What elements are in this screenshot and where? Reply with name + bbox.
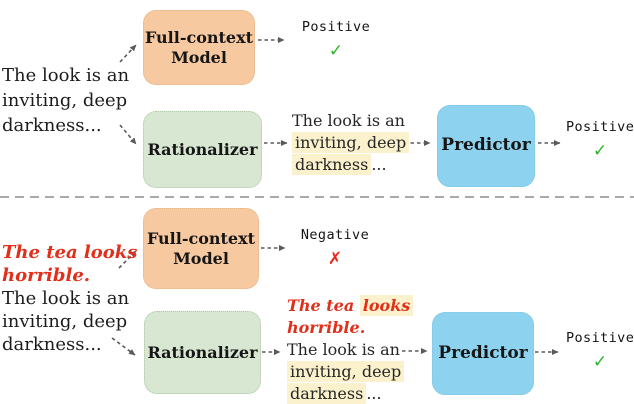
prediction-label: Positive xyxy=(301,19,371,35)
input-line: darkness... xyxy=(2,334,102,355)
check-icon: ✓ xyxy=(592,352,608,372)
rationalizer-box-top: Rationalizer xyxy=(143,111,262,188)
rationalizer-label: Rationalizer xyxy=(147,342,258,362)
highlighted-segment: darkness xyxy=(292,154,372,175)
input-line: The look is an xyxy=(2,288,130,309)
injected-sentence-line: horrible. xyxy=(2,265,91,286)
full-context-prediction-top: Positive ✓ xyxy=(297,19,375,61)
prediction-label: Positive xyxy=(566,119,634,135)
rationale-line: The look is an xyxy=(292,110,409,132)
injected-segment: The tea xyxy=(287,296,360,315)
full-context-model-label: Model xyxy=(173,248,229,268)
rationale-line: The look is an xyxy=(287,339,413,361)
full-context-model-label: Model xyxy=(171,47,227,67)
rationale-line: inviting, deep xyxy=(292,132,410,154)
plain-segment: The look is an xyxy=(287,340,400,359)
input-text-bottom: The tea looks horrible. The look is an i… xyxy=(2,241,137,356)
check-icon: ✓ xyxy=(592,141,608,161)
rationale-line: darkness... xyxy=(287,383,413,404)
rationale-text-top: The look is an inviting, deep darkness..… xyxy=(292,110,410,176)
rationale-line: darkness... xyxy=(292,154,409,176)
arrow-input-to-fullcontext-top xyxy=(119,44,137,63)
full-context-model-label: Full-context xyxy=(144,27,254,47)
input-line: darkness... xyxy=(2,115,102,136)
rationale-line: inviting, deep xyxy=(287,361,413,383)
input-line: inviting, deep xyxy=(2,90,128,111)
prediction-label: Positive xyxy=(566,330,634,346)
full-context-model-label: Full-context xyxy=(146,228,256,248)
plain-segment: ... xyxy=(371,155,387,174)
full-context-model-box-top: Full-context Model xyxy=(143,10,255,85)
rationalizer-label: Rationalizer xyxy=(147,139,258,159)
full-context-prediction-bottom: Negative ✗ xyxy=(300,227,370,269)
predictor-box-bottom: Predictor xyxy=(432,312,534,395)
predictor-label: Predictor xyxy=(438,342,528,363)
injected-sentence-line: The tea looks xyxy=(2,242,138,263)
highlighted-segment: inviting, deep xyxy=(292,132,410,153)
input-text-top: The look is an inviting, deep darkness..… xyxy=(2,63,129,138)
input-line: inviting, deep xyxy=(2,311,128,332)
predictor-box-top: Predictor xyxy=(437,105,535,187)
rationalizer-box-bottom: Rationalizer xyxy=(144,311,261,394)
plain-segment: The look is an xyxy=(292,111,405,130)
predictor-label: Predictor xyxy=(441,135,531,156)
injected-highlighted-segment: looks xyxy=(359,295,414,316)
rationale-line: The tea looks xyxy=(287,295,414,317)
injected-segment: horrible. xyxy=(287,318,366,337)
predictor-prediction-top: Positive ✓ xyxy=(566,119,634,161)
full-context-model-box-bottom: Full-context Model xyxy=(143,208,259,289)
rationale-text-bottom: The tea looks horrible. The look is an i… xyxy=(287,295,414,404)
predictor-prediction-bottom: Positive ✓ xyxy=(566,330,634,372)
prediction-label: Negative xyxy=(300,227,370,243)
plain-segment: ... xyxy=(366,384,382,403)
highlighted-segment: inviting, deep xyxy=(287,361,405,382)
check-icon: ✓ xyxy=(328,41,344,61)
highlighted-segment: darkness xyxy=(287,383,367,404)
rationale-line: horrible. xyxy=(287,317,413,339)
input-line: The look is an xyxy=(2,65,130,86)
cross-icon: ✗ xyxy=(327,249,343,269)
